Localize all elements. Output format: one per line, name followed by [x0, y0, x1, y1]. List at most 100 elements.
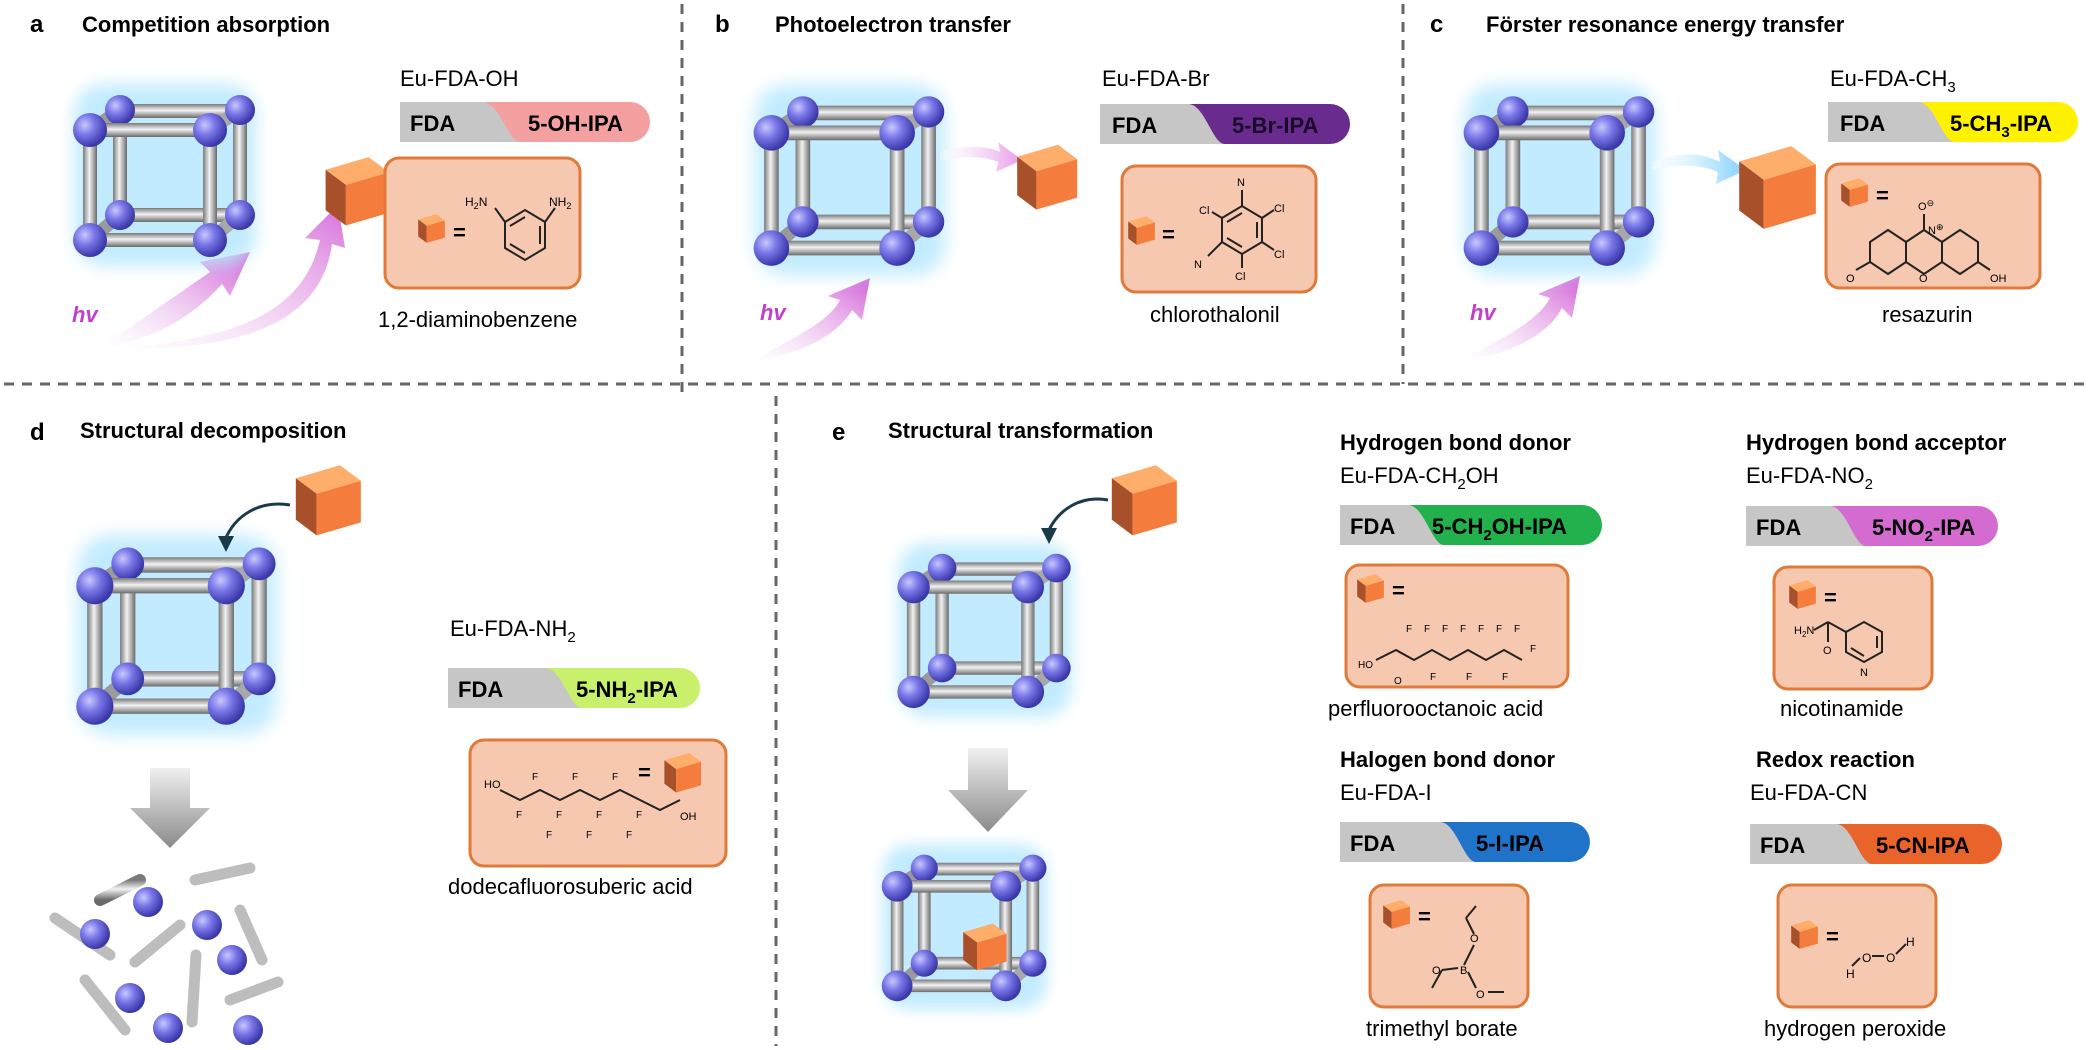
structure-diaminobenzene	[494, 207, 556, 262]
panel-e-letter: e	[832, 419, 845, 446]
panel-d: d Structural decomposition Eu-FDA-NH2	[30, 418, 728, 1045]
equals-sign: =	[1824, 585, 1837, 610]
photon-arrow	[1462, 276, 1580, 360]
mof-name: Eu-FDA-NH2	[450, 616, 576, 646]
atom-ho: HO	[1358, 660, 1373, 671]
fda-bar	[400, 102, 520, 142]
section-heading: Hydrogen bond acceptor	[1746, 430, 2007, 455]
linker-label: 5-NO2-IPA	[1872, 515, 1975, 545]
analyte-cube-small	[1789, 580, 1816, 609]
structure-nicotinamide	[1813, 620, 1883, 664]
energy-transfer-arrow	[1652, 150, 1746, 184]
photon-arrow-2	[110, 205, 345, 350]
atom-o-minus: O⊖	[1918, 198, 1934, 213]
mof-name: Eu-FDA-I	[1340, 780, 1432, 805]
analyte-box	[1776, 883, 1938, 1009]
analyte-name: 1,2-diaminobenzene	[378, 307, 577, 332]
structure-hydrogen-peroxide	[1851, 943, 1907, 967]
analyte-name: nicotinamide	[1780, 696, 1904, 721]
fda-label: FDA	[458, 677, 503, 702]
linker-label: 5-CH2OH-IPA	[1432, 514, 1567, 544]
atom-f: F	[1430, 672, 1436, 683]
fda-label: FDA	[1350, 514, 1395, 539]
fda-label: FDA	[1112, 113, 1157, 138]
structure-trimethyl-borate	[1431, 905, 1504, 993]
section-hbond-acceptor: Hydrogen bond acceptor Eu-FDA-NO2 FDA 5-…	[1746, 430, 2007, 721]
fda-bar	[1750, 824, 1872, 864]
atom-ho: HO	[484, 779, 501, 791]
atom-f: F	[1442, 624, 1448, 635]
linker-label: 5-OH-IPA	[528, 111, 623, 136]
mof-cube	[76, 535, 276, 734]
analyte-name: hydrogen peroxide	[1764, 1016, 1946, 1041]
panel-a: a Competition absorption hv Eu-FDA-OH FD…	[30, 11, 650, 350]
panel-d-title: Structural decomposition	[80, 418, 346, 443]
atom-f: F	[1502, 672, 1508, 683]
atom-o: O	[1470, 933, 1479, 945]
mof-name: Eu-FDA-OH	[400, 66, 519, 91]
panel-b: b Photoelectron transfer hv Eu-FDA-Br FD…	[715, 11, 1350, 362]
section-halogen-donor: Halogen bond donor Eu-FDA-I FDA 5-I-IPA …	[1340, 747, 1590, 1041]
atom-h: H	[1906, 935, 1915, 949]
fda-bar	[1828, 102, 1955, 142]
structure-dodecafluorosuberic	[499, 788, 681, 812]
atom-n: N	[1237, 177, 1245, 189]
equals-sign: =	[453, 220, 466, 245]
fda-bar	[1340, 505, 1444, 545]
analyte-cube	[325, 157, 389, 226]
panel-e: e Structural transformation Hydrogen bon…	[832, 418, 2007, 1041]
atom-f: F	[1466, 672, 1472, 683]
analyte-cube-small	[1357, 574, 1384, 603]
atom-o: O	[1862, 951, 1871, 965]
linker-label: 5-I-IPA	[1476, 831, 1544, 856]
fda-label: FDA	[1350, 831, 1395, 856]
transformation-arrow	[948, 748, 1028, 832]
atom-f: F	[1514, 624, 1520, 635]
atom-o: O	[1919, 273, 1928, 285]
atom-f: F	[1424, 624, 1430, 635]
approach-arrow	[223, 502, 291, 541]
panel-b-letter: b	[715, 11, 730, 38]
atom-f: F	[1530, 644, 1536, 655]
fda-label: FDA	[1756, 515, 1801, 540]
atom-o: O	[1846, 273, 1855, 285]
atom-b: B	[1460, 965, 1467, 977]
section-heading: Redox reaction	[1756, 747, 1915, 772]
linker-label: 5-Br-IPA	[1232, 113, 1318, 138]
mof-name: Eu-FDA-CN	[1750, 780, 1867, 805]
linker-label: 5-CH3-IPA	[1950, 111, 2052, 141]
panel-c-title: Förster resonance energy transfer	[1486, 12, 1845, 37]
atom-f: F	[586, 830, 592, 841]
linker-label: 5-NH2-IPA	[576, 677, 678, 707]
atom-f: F	[1460, 624, 1466, 635]
structure-chlorothalonil	[1207, 190, 1275, 268]
analyte-name: trimethyl borate	[1366, 1016, 1518, 1041]
atom-oh: OH	[1990, 273, 2007, 285]
photon-arrow	[750, 278, 870, 362]
hv-label: hv	[760, 300, 787, 325]
fda-bar	[1340, 822, 1476, 862]
analyte-box	[1344, 563, 1570, 689]
approach-arrowhead	[218, 536, 234, 552]
panel-c: c Förster resonance energy transfer hv E…	[1430, 11, 2078, 360]
atom-f: F	[612, 772, 618, 783]
mof-cube-transformed	[882, 845, 1048, 1010]
decomposition-arrow	[130, 768, 210, 848]
atom-f: F	[1496, 624, 1502, 635]
mof-name: Eu-FDA-Br	[1102, 66, 1210, 91]
structure-resazurin	[1855, 214, 1991, 276]
decomposed-fragments	[49, 862, 284, 1045]
atom-f: F	[516, 810, 522, 821]
atom-cl: Cl	[1199, 205, 1209, 217]
atom-f: F	[636, 810, 642, 821]
equals-sign: =	[1826, 924, 1839, 949]
structure-pfoa	[1375, 648, 1523, 662]
analyte-name: dodecafluorosuberic acid	[448, 874, 693, 899]
equals-sign: =	[1418, 904, 1431, 929]
mof-name: Eu-FDA-NO2	[1746, 463, 1873, 493]
hv-label: hv	[1470, 300, 1497, 325]
section-hbond-donor: Hydrogen bond donor Eu-FDA-CH2OH FDA 5-C…	[1328, 430, 1602, 721]
analyte-cube-small	[1791, 920, 1818, 949]
mof-cube	[754, 85, 946, 276]
analyte-cube-small	[664, 752, 702, 793]
